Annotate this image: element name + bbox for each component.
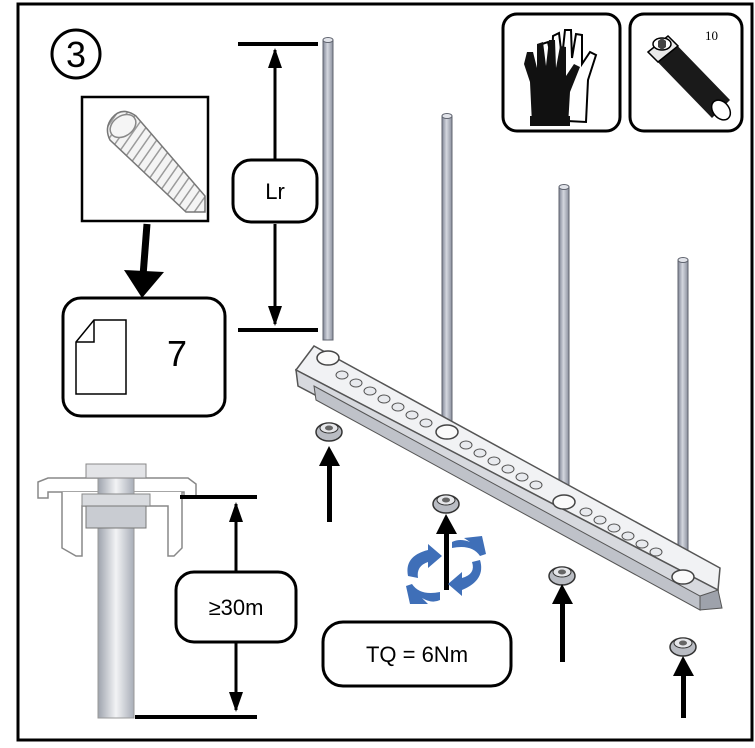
torque-callout: TQ = 6Nm <box>321 620 513 688</box>
rod-3 <box>558 186 570 488</box>
document-page-icon <box>75 319 127 395</box>
channel-rail <box>294 345 723 611</box>
bolt-section-detail <box>37 463 197 719</box>
rotate-arrows-icon <box>406 536 486 604</box>
hex-key-tool-box: 10 <box>628 12 744 133</box>
gloves-tool-box <box>501 12 622 133</box>
insert-arrows <box>319 446 694 718</box>
threaded-rod-detail <box>80 95 210 223</box>
threaded-rod-icon <box>106 110 206 213</box>
step-number-badge: 3 <box>50 28 102 80</box>
nut-4 <box>669 637 697 657</box>
rail-slots <box>335 370 663 557</box>
torque-label: TQ = 6Nm <box>366 642 468 667</box>
step-number: 3 <box>66 34 86 75</box>
nut-3 <box>548 566 576 586</box>
nut-1 <box>315 422 343 442</box>
min-protrusion-dimension: ≥30m <box>135 495 298 719</box>
rod-length-dimension: Lr <box>231 42 319 332</box>
hex-key-size: 10 <box>705 28 718 43</box>
rod-2 <box>441 115 453 429</box>
rod-1 <box>322 39 334 341</box>
reference-box: 7 <box>61 296 227 418</box>
threaded-rods <box>322 37 689 551</box>
hex-key-icon <box>646 34 732 121</box>
rod-length-label: Lr <box>265 179 285 204</box>
reference-page-number: 7 <box>167 333 187 374</box>
rod-4 <box>677 259 689 551</box>
min-protrusion-label: ≥30m <box>209 595 264 620</box>
rail-washers <box>316 350 695 585</box>
gloves-icon <box>524 29 598 126</box>
nut-2 <box>432 494 460 514</box>
detail-pointer-arrow <box>139 223 151 277</box>
